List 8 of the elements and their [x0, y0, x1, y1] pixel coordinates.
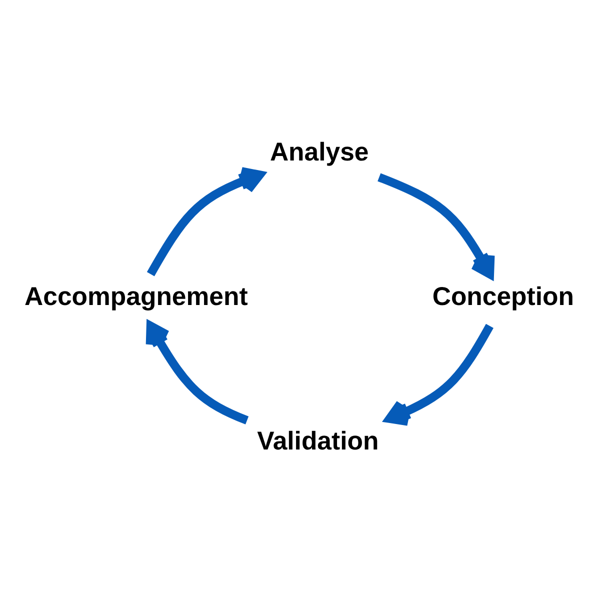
node-text: Validation [257, 427, 379, 456]
arrow [378, 173, 495, 279]
arrow [146, 167, 264, 276]
node-text: Accompagnement [24, 282, 248, 311]
arrow [384, 324, 494, 426]
arrow [146, 321, 249, 424]
node-text: Analyse [270, 138, 369, 166]
node-text: Conception [432, 282, 574, 311]
